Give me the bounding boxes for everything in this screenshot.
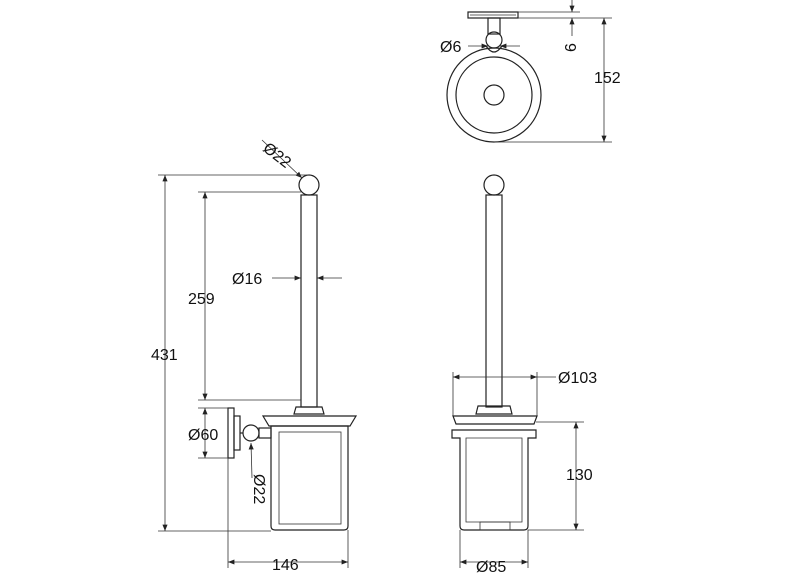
dim-projection: 146 (272, 557, 299, 574)
dim-knob: Ø22 (260, 140, 294, 172)
side-cup-flange (261, 415, 358, 427)
front-knob (483, 174, 505, 196)
dim-cup-height: 130 (566, 467, 593, 484)
front-handle (485, 194, 503, 408)
side-cup-body (270, 425, 349, 531)
dim-handle-length: 259 (188, 291, 215, 308)
dim-backplate: Ø60 (188, 427, 218, 444)
top-view (446, 11, 542, 143)
top-inner-ring (455, 56, 533, 134)
front-view-dimensions: Ø103 130 Ø85 (452, 370, 597, 576)
dim-top-thickness: 6 (563, 43, 580, 52)
dim-top-depth: 152 (594, 70, 621, 87)
dim-handle: Ø16 (232, 271, 262, 288)
dim-top-shaft: Ø6 (440, 39, 461, 56)
top-center-hole (483, 84, 505, 106)
front-flange (452, 415, 538, 425)
dim-arm: Ø22 (250, 474, 267, 504)
side-backplate (227, 407, 235, 459)
top-view-dimensions: Ø6 6 152 (440, 0, 621, 143)
dim-holder-width: Ø103 (558, 370, 597, 387)
front-view (451, 174, 538, 531)
top-outer-ring (446, 47, 542, 143)
side-arm-ball (242, 424, 260, 442)
dim-cup-width: Ø85 (476, 559, 506, 576)
top-shaft (487, 17, 501, 35)
side-view (227, 174, 358, 531)
dim-overall-height: 431 (151, 347, 178, 364)
side-view-dimensions: Ø22 Ø16 259 431 Ø60 Ø22 146 (151, 139, 349, 574)
side-handle (300, 194, 318, 408)
front-cradle (451, 429, 537, 531)
